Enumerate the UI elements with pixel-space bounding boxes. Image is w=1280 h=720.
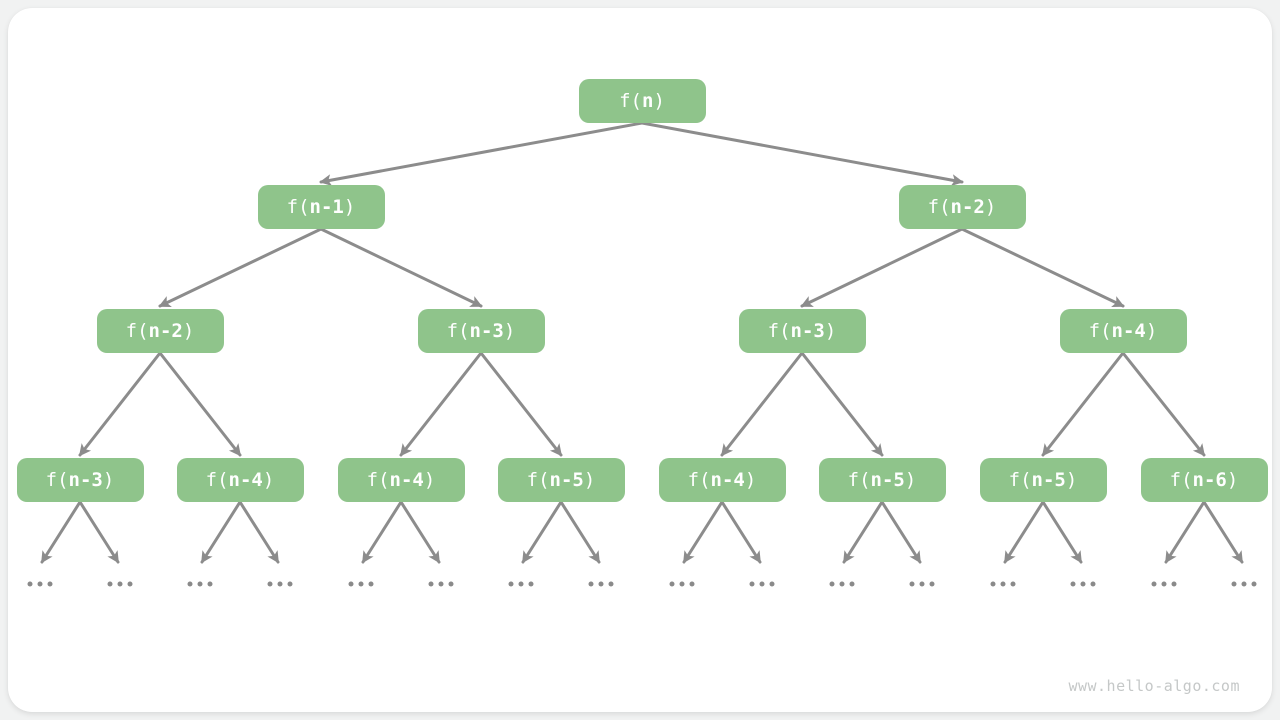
node-label-part: n-4 xyxy=(389,468,424,491)
node-label-part: ) xyxy=(102,468,115,491)
node-label-part: n-6 xyxy=(1192,468,1227,491)
tree-node-f-n-2: f(n-2) xyxy=(96,309,224,353)
tree-node-f-n-5: f(n-5) xyxy=(979,458,1107,502)
node-label-part: f( xyxy=(45,468,69,491)
tree-node-f-n-4: f(n-4) xyxy=(176,458,304,502)
node-label-part: n-5 xyxy=(549,468,584,491)
node-label-part: ) xyxy=(984,195,997,218)
node-label-part: n-5 xyxy=(870,468,905,491)
tree-node-f-n-1: f(n-1) xyxy=(257,185,385,229)
node-label-part: f( xyxy=(767,319,791,342)
node-label-part: ) xyxy=(343,195,356,218)
node-label-part: n-2 xyxy=(148,319,183,342)
node-label-part: n-4 xyxy=(228,468,263,491)
tree-node-f-n-5: f(n-5) xyxy=(497,458,625,502)
node-label-part: f( xyxy=(687,468,711,491)
node-label-part: ) xyxy=(1145,319,1158,342)
tree-node-f-n-4: f(n-4) xyxy=(1059,309,1187,353)
tree-node-f-n-2: f(n-2) xyxy=(898,185,1026,229)
node-label-part: ) xyxy=(744,468,757,491)
tree-node-f-n-3: f(n-3) xyxy=(16,458,144,502)
node-label-part: f( xyxy=(1169,468,1193,491)
watermark: www.hello-algo.com xyxy=(1068,677,1240,695)
node-label-part: f( xyxy=(366,468,390,491)
node-label-part: f( xyxy=(286,195,310,218)
node-label-part: ) xyxy=(182,319,195,342)
node-label-part: f( xyxy=(619,89,642,112)
node-label-part: n-3 xyxy=(68,468,103,491)
tree-node-f-n-6: f(n-6) xyxy=(1140,458,1268,502)
node-label-part: n xyxy=(641,89,654,112)
node-label-part: n-4 xyxy=(1111,319,1146,342)
node-label-part: n-3 xyxy=(790,319,825,342)
tree-node-f-n: f(n) xyxy=(578,79,706,123)
node-label-part: ) xyxy=(423,468,436,491)
node-label-part: ) xyxy=(1065,468,1078,491)
node-label-part: ) xyxy=(904,468,917,491)
tree-node-f-n-3: f(n-3) xyxy=(417,309,545,353)
node-label-part: ) xyxy=(583,468,596,491)
node-label-part: ) xyxy=(262,468,275,491)
node-label-part: n-5 xyxy=(1031,468,1066,491)
node-label-part: f( xyxy=(1088,319,1112,342)
node-label-part: f( xyxy=(1008,468,1032,491)
node-label-part: n-4 xyxy=(710,468,745,491)
node-label-part: ) xyxy=(824,319,837,342)
tree-node-f-n-4: f(n-4) xyxy=(658,458,786,502)
node-label-part: n-2 xyxy=(950,195,985,218)
node-label-part: n-3 xyxy=(469,319,504,342)
node-label-part: n-1 xyxy=(309,195,344,218)
node-label-part: f( xyxy=(927,195,951,218)
tree-node-f-n-5: f(n-5) xyxy=(818,458,946,502)
node-label-part: ) xyxy=(503,319,516,342)
tree-node-f-n-3: f(n-3) xyxy=(738,309,866,353)
node-label-part: f( xyxy=(125,319,149,342)
node-label-part: ) xyxy=(653,89,665,112)
node-label-part: f( xyxy=(847,468,871,491)
node-label-part: f( xyxy=(205,468,229,491)
tree-node-f-n-4: f(n-4) xyxy=(337,458,465,502)
node-label-part: f( xyxy=(446,319,470,342)
node-label-part: ) xyxy=(1226,468,1239,491)
node-label-part: f( xyxy=(526,468,550,491)
